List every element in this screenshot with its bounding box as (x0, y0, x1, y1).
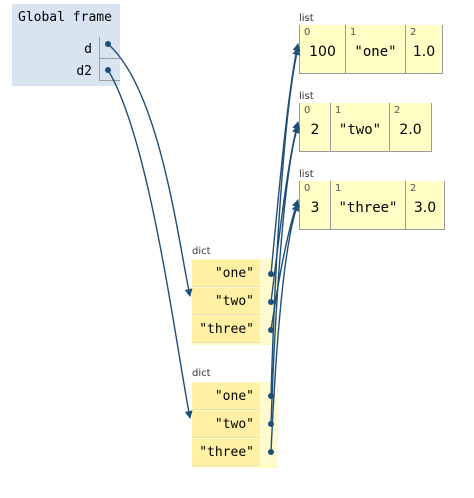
dict-key: "one" (192, 383, 260, 410)
list-value: "three" (338, 200, 398, 216)
list-index: 0 (304, 183, 311, 194)
dict-key: "two" (192, 411, 260, 438)
list-value: "two" (338, 122, 382, 138)
pointer-dot-d2 (105, 67, 111, 73)
dict-2-type-label: dict (192, 368, 211, 379)
dict-key: "three" (192, 316, 260, 343)
list-cell: 1 "one" (346, 25, 406, 73)
list-cell: 0 100 (300, 25, 346, 73)
pointer-dot-d (105, 41, 111, 47)
pointer-dot-dict2-three (268, 449, 274, 455)
pointer-d2-to-dict-2 (107, 69, 193, 419)
list-value: 1.0 (412, 44, 436, 60)
list-value: 3 (310, 200, 320, 216)
pointer-dict2-two-to-list-2 (270, 125, 300, 425)
list-1-type-label: list (299, 13, 314, 24)
dict-key: "three" (192, 439, 260, 466)
frame-pointer-slot-d (99, 37, 120, 59)
list-index: 2 (394, 105, 401, 116)
frame-var-d: d (84, 42, 92, 57)
list-index: 0 (304, 105, 311, 116)
list-cell: 1 "three" (331, 181, 406, 229)
list-3-type-label: list (299, 169, 314, 180)
pointer-d-to-dict-1 (107, 43, 193, 297)
list-index: 2 (410, 183, 417, 194)
dict-key: "two" (192, 288, 260, 315)
list-value: 2.0 (399, 122, 422, 138)
list-cell: 0 3 (300, 181, 331, 229)
pointer-dot-dict1-two (268, 299, 274, 305)
list-cell: 2 3.0 (406, 181, 445, 229)
pointer-dict2-one-to-list-1 (270, 47, 301, 397)
pointer-dot-dict1-one (268, 271, 274, 277)
pointer-dict2-three-to-list-3 (270, 203, 300, 453)
dict-key: "one" (192, 260, 260, 287)
list-value: "one" (354, 44, 397, 60)
list-1: 0 100 1 "one" 2 1.0 (299, 25, 443, 74)
frame-title: Global frame (18, 10, 112, 25)
frame-var-d2: d2 (76, 64, 92, 79)
list-index: 1 (335, 183, 342, 194)
list-index: 0 (304, 27, 311, 38)
list-value: 3.0 (413, 200, 437, 216)
list-index: 1 (350, 27, 357, 38)
list-cell: 0 2 (300, 103, 331, 151)
pointer-dict1-one-to-list-1 (270, 43, 301, 275)
list-3: 0 3 1 "three" 2 3.0 (299, 181, 445, 230)
list-cell: 2 2.0 (390, 103, 432, 151)
pointer-dot-dict1-three (268, 327, 274, 333)
dict-1-type-label: dict (192, 246, 211, 257)
global-frame: Global frame d d2 (12, 4, 120, 86)
list-cell: 2 1.0 (406, 25, 443, 73)
list-value: 2 (310, 122, 320, 138)
pointer-dot-dict2-two (268, 421, 274, 427)
list-value: 100 (309, 44, 336, 60)
list-cell: 1 "two" (331, 103, 390, 151)
pointer-dot-dict2-one (268, 393, 274, 399)
list-index: 2 (410, 27, 417, 38)
list-index: 1 (335, 105, 342, 116)
frame-pointer-slot-d2 (99, 59, 120, 81)
list-2-type-label: list (299, 91, 314, 102)
